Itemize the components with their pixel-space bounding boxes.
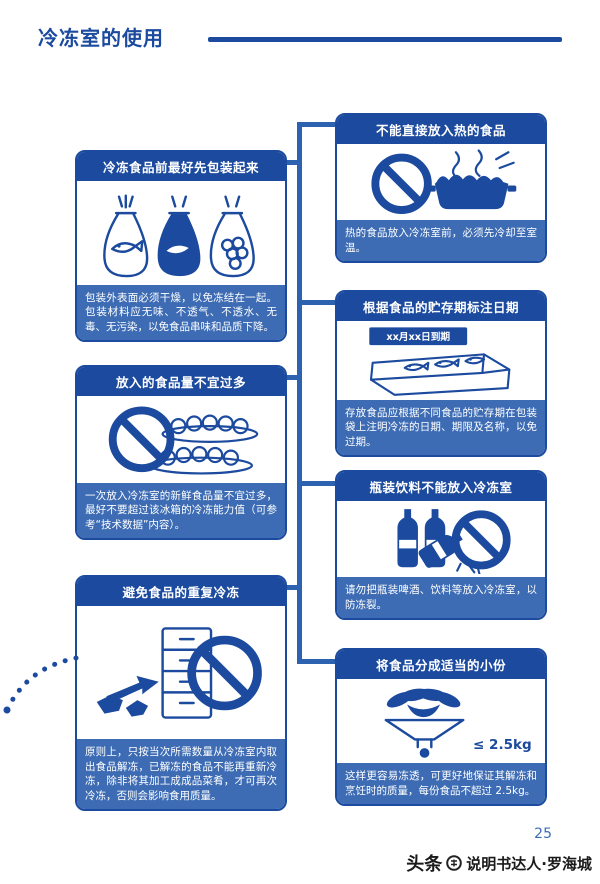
wrapped-bags-icon [103, 194, 255, 278]
panel-small-portions-title: 将食品分成适当的小份 [337, 650, 545, 679]
panel-no-refreeze-title: 避免食品的重复冷冻 [77, 577, 285, 606]
prohibition-icon [371, 153, 432, 214]
toutiao-logo-icon [446, 855, 463, 871]
connector-left-2 [286, 375, 298, 380]
watermark-brand: 头条 [406, 854, 443, 875]
no-refreeze-icon [96, 626, 262, 719]
panel-no-hot-food-title: 不能直接放入热的食品 [337, 115, 545, 144]
panel-wrap-food-caption: 包装外表面必须干燥，以免冻结在一起。包装材料应无味、不透气、不透水、无毒、无污染… [77, 284, 285, 340]
dotted-trail-decoration [3, 655, 79, 714]
panel-date-label-title: 根据食品的贮存期标注日期 [337, 292, 545, 321]
panel-date-label-caption: 存放食品应根据不同食品的贮存期在包装袋上注明冷冻的日期、期限及名称，以免过期。 [337, 399, 545, 455]
portion-scale-icon: ≤ 2.5kg [384, 688, 532, 758]
connector-right-4 [302, 659, 335, 664]
date-label-icon: xx月xx日到期 [369, 327, 511, 396]
prohibition-icon [451, 510, 511, 570]
prohibition-icon [187, 635, 262, 710]
panel-small-portions: 将食品分成适当的小份 ≤ 2.5kg 这样更容易冻透，可更好地保证其解冻和烹饪时… [335, 648, 547, 806]
panel-quantity-limit-title: 放入的食品量不宜过多 [77, 367, 285, 396]
panel-no-hot-food-caption: 热的食品放入冷冻室前，必须先冷却至室温。 [337, 220, 545, 261]
connector-left-1 [286, 160, 298, 165]
panel-quantity-limit: 放入的食品量不宜过多 一次放入冷冻室的新鲜食品量不宜过多，最好不要超过该冰箱的冷… [75, 365, 287, 540]
title-rule [208, 37, 562, 42]
panel-no-bottles-caption: 请勿把瓶装啤酒、饮料等放入冷冻室，以防冻裂。 [337, 577, 545, 618]
panel-no-refreeze: 避免食品的重复冷冻 原则上，只按当次所需数量从冷冻室内取出食品解冻，已解冻的食品… [75, 575, 287, 811]
panel-quantity-limit-caption: 一次放入冷冻室的新鲜食品量不宜过多，最好不要超过该冰箱的冷冻能力值（可参考“技术… [77, 482, 285, 538]
panel-no-hot-food-illustration [337, 144, 545, 220]
watermark: 头条 说明书达人·罗海城 [406, 850, 592, 876]
panel-wrap-food-illustration [77, 181, 285, 285]
connector-right-2 [302, 300, 335, 305]
panel-date-label: 根据食品的贮存期标注日期 xx月xx日到期 存放食品应根据不同食品的贮存期在包装… [335, 290, 547, 457]
panel-wrap-food: 冷冻食品前最好先包装起来 包装外表面必 [75, 150, 287, 342]
no-hot-food-icon [371, 149, 517, 214]
watermark-handle: 说明书达人·罗海城 [466, 854, 592, 873]
panel-date-label-illustration: xx月xx日到期 [337, 321, 545, 400]
panel-no-refreeze-illustration [77, 606, 285, 739]
no-bottles-icon [397, 509, 511, 575]
page-title: 冷冻室的使用 [38, 26, 164, 50]
expiry-date-label: xx月xx日到期 [386, 330, 450, 343]
no-overload-icon [108, 406, 259, 475]
panel-small-portions-caption: 这样更容易冻透，可更好地保证其解冻和烹饪时的质量，每份食品不超过 2.5kg。 [337, 763, 545, 804]
max-weight-label: ≤ 2.5kg [473, 737, 532, 753]
panel-no-bottles: 瓶装饮料不能放入冷冻室 请勿把瓶装啤酒、饮料等放入 [335, 470, 547, 620]
panel-wrap-food-title: 冷冻食品前最好先包装起来 [77, 152, 285, 181]
connector-trunk [297, 122, 302, 664]
panel-no-refreeze-caption: 原则上，只按当次所需数量从冷冻室内取出食品解冻，已解冻的食品不能再重新冷冻，除非… [77, 739, 285, 809]
panel-no-hot-food: 不能直接放入热的食品 热的食品放入冷冻室前，必须先冷却至室温。 [335, 113, 547, 263]
page-number: 25 [534, 826, 552, 842]
prohibition-icon [108, 406, 175, 473]
connector-right-3 [302, 481, 335, 486]
connector-right-1 [302, 122, 335, 127]
panel-quantity-limit-illustration [77, 396, 285, 483]
panel-no-bottles-illustration [337, 501, 545, 577]
panel-small-portions-illustration: ≤ 2.5kg [337, 679, 545, 763]
connector-left-3 [286, 585, 298, 590]
panel-no-bottles-title: 瓶装饮料不能放入冷冻室 [337, 472, 545, 501]
